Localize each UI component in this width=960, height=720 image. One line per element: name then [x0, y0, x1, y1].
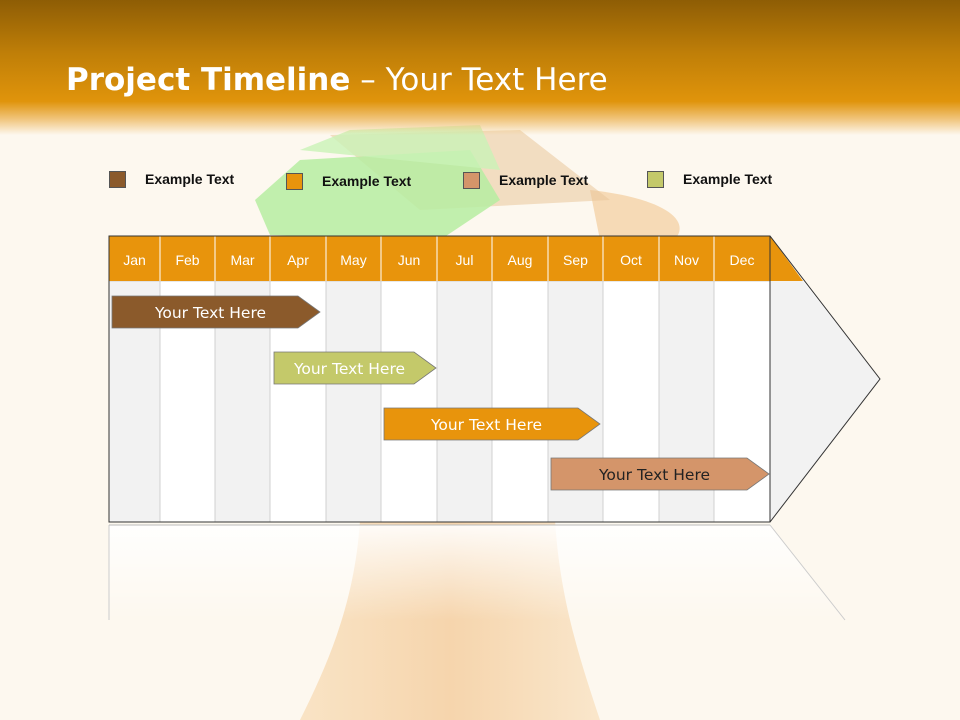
- timeline-bar-label: Your Text Here: [154, 304, 266, 322]
- month-label-jan: Jan: [123, 252, 146, 268]
- header-band: [0, 0, 960, 135]
- timeline-bar-3: Your Text Here: [383, 407, 601, 441]
- month-label-sep: Sep: [563, 252, 588, 268]
- timeline-bar-2: Your Text Here: [273, 351, 437, 385]
- month-label-dec: Dec: [730, 252, 755, 268]
- month-label-apr: Apr: [287, 252, 309, 268]
- timeline-outline: [108, 235, 881, 523]
- month-label-may: May: [340, 252, 366, 268]
- timeline-bar-label: Your Text Here: [598, 466, 710, 484]
- reflection-shape: [109, 525, 845, 620]
- month-column-jul: [436, 280, 493, 523]
- timeline-bar-arrow: [383, 407, 601, 441]
- legend-swatch-1: [109, 171, 126, 188]
- month-label-jun: Jun: [398, 252, 421, 268]
- legend-swatch-2: [286, 173, 303, 190]
- month-label-jul: Jul: [456, 252, 474, 268]
- month-column-aug: [491, 280, 549, 523]
- title-rest: – Your Text Here: [350, 62, 608, 98]
- timeline-bar-arrow: [273, 351, 437, 385]
- legend-swatch-4: [647, 171, 664, 188]
- timeline-bar-1: Your Text Here: [111, 295, 321, 329]
- arrowhead-fill: [770, 281, 880, 522]
- legend-swatch-3: [463, 172, 480, 189]
- timeline-bar-arrow: [111, 295, 321, 329]
- month-header-band: [109, 236, 803, 281]
- legend-label-4: Example Text: [683, 171, 773, 187]
- month-label-feb: Feb: [175, 252, 199, 268]
- timeline-border: [108, 235, 881, 523]
- timeline-bar-label: Your Text Here: [430, 416, 542, 434]
- legend-label-1: Example Text: [145, 171, 235, 187]
- legend-label-3: Example Text: [499, 172, 589, 188]
- month-column-may: [325, 280, 382, 523]
- slide-title: Project Timeline – Your Text Here: [66, 60, 608, 100]
- timeline-bar-label: Your Text Here: [293, 360, 405, 378]
- title-bold: Project Timeline: [66, 62, 351, 98]
- timeline-bar-4: Your Text Here: [550, 457, 770, 491]
- timeline-bar-arrow: [550, 457, 770, 491]
- month-header-row: Jan Feb Mar Apr May Jun Jul Aug Sep Oct Nov Dec: [108, 236, 803, 281]
- month-label-mar: Mar: [230, 252, 254, 268]
- month-label-oct: Oct: [620, 252, 642, 268]
- month-label-aug: Aug: [508, 252, 533, 268]
- legend-label-2: Example Text: [322, 173, 412, 189]
- timeline-reflection: [108, 524, 846, 621]
- reflection-diagonal-edge: [769, 524, 846, 621]
- month-column-jun: [380, 280, 438, 523]
- month-label-nov: Nov: [674, 252, 699, 268]
